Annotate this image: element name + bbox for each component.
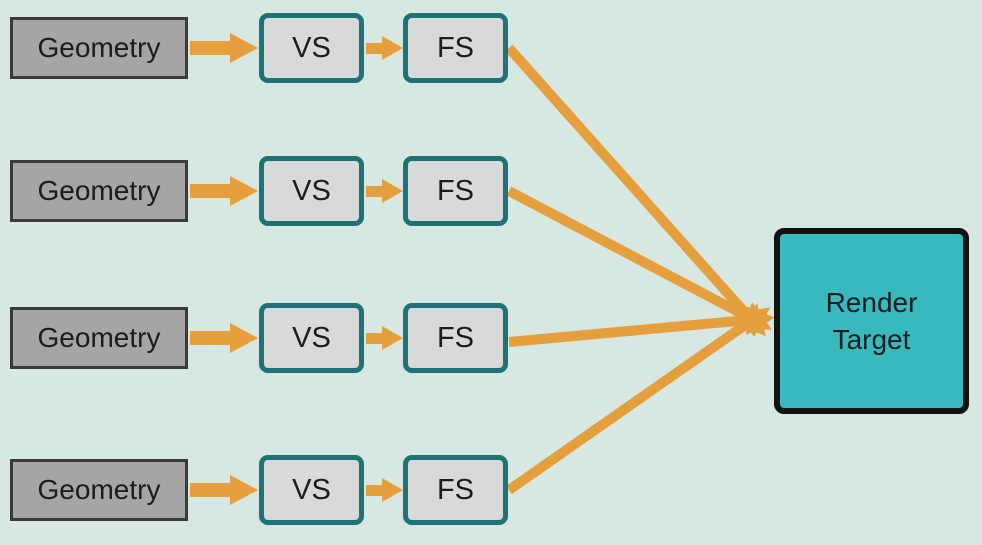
render-target-box: Render Target (774, 228, 969, 414)
arrow-geometry-to-vs-icon (190, 475, 258, 505)
pipeline-row: Geometry VS FS (0, 303, 982, 373)
fan-line-4 (506, 307, 771, 495)
geometry-box: Geometry (10, 17, 188, 79)
geometry-box: Geometry (10, 307, 188, 369)
vs-label: VS (292, 321, 331, 354)
fan-line-2 (506, 186, 772, 330)
pipeline-row: Geometry VS FS (0, 455, 982, 525)
vertex-shader-box: VS (259, 455, 364, 525)
fan-line-3 (508, 305, 775, 347)
arrow-shaft (366, 332, 384, 344)
arrow-vs-to-fs-icon (366, 176, 403, 206)
geometry-label: Geometry (37, 474, 161, 505)
arrow-head (230, 33, 258, 63)
arrow-shaft (190, 41, 232, 55)
render-target-label: Render Target (825, 287, 918, 355)
fragment-shader-box: FS (403, 13, 508, 83)
vs-label: VS (292, 473, 331, 506)
vertex-shader-box: VS (259, 156, 364, 226)
arrow-shaft (366, 42, 384, 54)
fs-label: FS (436, 321, 475, 354)
vertex-shader-box: VS (259, 303, 364, 373)
geometry-box: Geometry (10, 459, 188, 521)
fragment-shader-box: FS (403, 303, 508, 373)
arrow-shaft (190, 331, 232, 345)
arrow-vs-to-fs-icon (366, 33, 403, 63)
arrow-head (382, 36, 403, 60)
arrow-head (230, 323, 258, 353)
fs-label: FS (436, 174, 475, 207)
arrow-shaft (190, 184, 232, 198)
fragment-shader-box: FS (403, 455, 508, 525)
arrow-vs-to-fs-icon (366, 323, 403, 353)
geometry-label: Geometry (37, 175, 161, 206)
vertex-shader-box: VS (259, 13, 364, 83)
geometry-label: Geometry (37, 32, 161, 63)
arrow-head (382, 478, 403, 502)
arrow-head (230, 176, 258, 206)
arrow-head (230, 475, 258, 505)
arrow-head (382, 326, 403, 350)
arrow-head (382, 179, 403, 203)
arrow-geometry-to-vs-icon (190, 323, 258, 353)
geometry-box: Geometry (10, 160, 188, 222)
arrow-shaft (366, 484, 384, 496)
arrow-vs-to-fs-icon (366, 475, 403, 505)
fragment-shader-box: FS (403, 156, 508, 226)
vs-label: VS (292, 31, 331, 64)
vs-label: VS (292, 174, 331, 207)
arrow-geometry-to-vs-icon (190, 176, 258, 206)
pipeline-row: Geometry VS FS (0, 156, 982, 226)
fs-label: FS (436, 31, 475, 64)
pipeline-row: Geometry VS FS (0, 13, 982, 83)
arrow-shaft (190, 483, 232, 497)
arrow-geometry-to-vs-icon (190, 33, 258, 63)
arrow-shaft (366, 185, 384, 197)
geometry-label: Geometry (37, 322, 161, 353)
fs-label: FS (436, 473, 475, 506)
fan-line-1 (505, 44, 766, 337)
